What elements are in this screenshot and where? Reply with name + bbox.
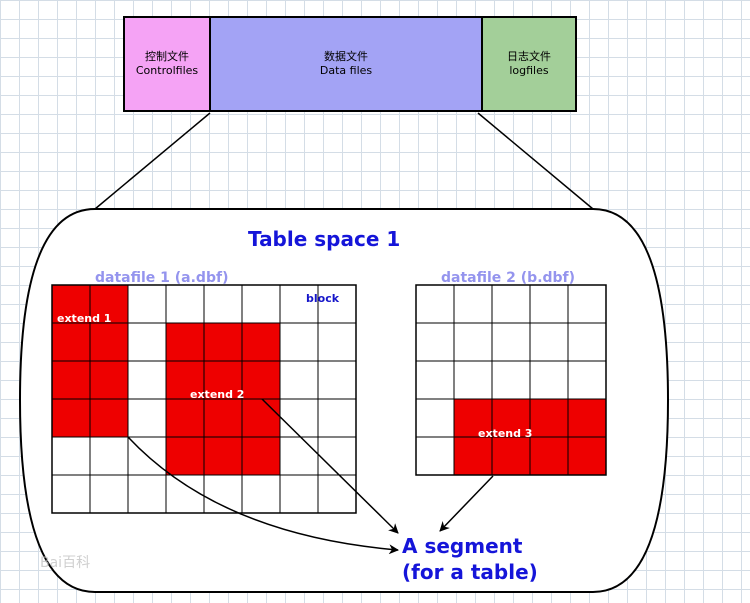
log-files-box: 日志文件 logfiles bbox=[483, 18, 575, 110]
data-files-en: Data files bbox=[319, 64, 373, 77]
control-files-zh: 控制文件 bbox=[145, 50, 189, 63]
storage-files-bar: 控制文件 Controlfiles 数据文件 Data files 日志文件 l… bbox=[123, 16, 577, 112]
control-files-box: 控制文件 Controlfiles bbox=[125, 18, 211, 110]
segment-label-line1: A segment bbox=[402, 534, 523, 558]
datafile1-grid bbox=[51, 284, 357, 514]
datafile2-grid bbox=[415, 284, 607, 476]
segment-label: A segment (for a table) bbox=[402, 533, 538, 585]
arrow-extend1-to-segment bbox=[127, 436, 399, 555]
segment-label-line2: (for a table) bbox=[402, 560, 538, 584]
extend1-label: extend 1 bbox=[57, 312, 112, 325]
extend2-label: extend 2 bbox=[190, 388, 245, 401]
log-files-zh: 日志文件 bbox=[507, 50, 551, 63]
zoom-line-right bbox=[477, 112, 594, 210]
tablespace-container bbox=[18, 208, 670, 593]
datafile1-label: datafile 1 (a.dbf) bbox=[95, 270, 229, 286]
tablespace-title: Table space 1 bbox=[248, 227, 401, 251]
block-label: block bbox=[306, 292, 340, 305]
datafile2-label: datafile 2 (b.dbf) bbox=[441, 270, 576, 286]
baidu-watermark-logo: Bai百科 bbox=[40, 555, 91, 571]
extend3-label: extend 3 bbox=[478, 427, 533, 440]
log-files-en: logfiles bbox=[509, 64, 549, 77]
data-files-box: 数据文件 Data files bbox=[211, 18, 483, 110]
grid-border bbox=[415, 284, 607, 476]
zoom-line-left bbox=[94, 112, 211, 210]
data-files-zh: 数据文件 bbox=[324, 50, 368, 63]
arrow-extend3-to-segment bbox=[439, 475, 494, 532]
arrow-extend2-to-segment bbox=[261, 398, 399, 534]
control-files-en: Controlfiles bbox=[135, 64, 199, 77]
